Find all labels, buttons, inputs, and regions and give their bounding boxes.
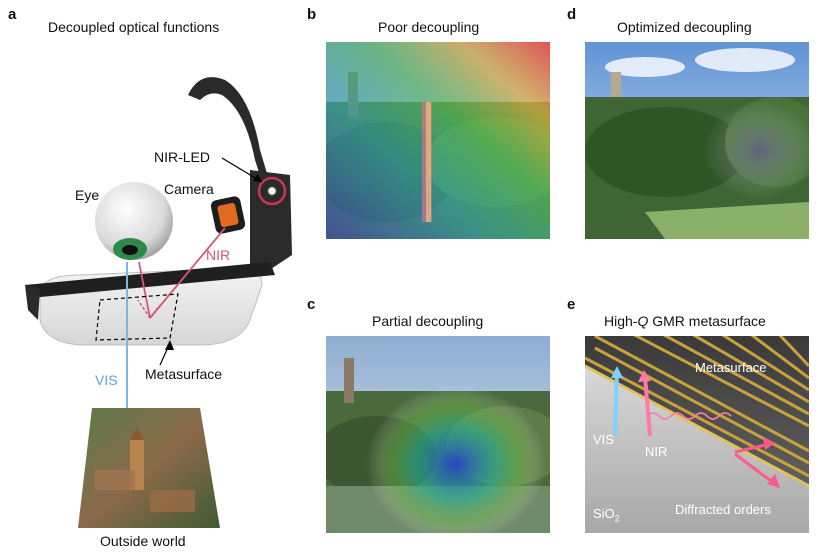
- sio2-substrate: [585, 366, 809, 533]
- nir-guided-wave: [646, 412, 732, 420]
- gmr-metasurface-illustration: Metasurface VIS NIR SiO2 Diffracted orde…: [585, 336, 809, 533]
- nir-label: NIR: [206, 247, 231, 263]
- pupil: [122, 245, 138, 255]
- nir-label-e: NIR: [645, 444, 668, 459]
- panel-d-letter: d: [567, 6, 577, 23]
- panel-e-title-q: Q: [637, 313, 649, 329]
- outside-world-photo: [78, 408, 220, 528]
- nir-led-dot: [267, 186, 277, 196]
- panel-e-letter: e: [567, 296, 576, 313]
- nir-led-label: NIR-LED: [154, 149, 211, 165]
- glasses-hinge: [250, 170, 292, 275]
- camera-lens: [217, 202, 239, 228]
- panel-b-title: Poor decoupling: [378, 19, 480, 35]
- diffracted-beam-1: [734, 442, 771, 454]
- diffracted-orders-label: Diffracted orders: [675, 502, 771, 517]
- nir-beam: [643, 375, 652, 437]
- eye-label: Eye: [75, 187, 100, 203]
- panel-e-title-prefix: High-: [604, 313, 638, 329]
- vis-label: VIS: [95, 372, 118, 388]
- nir-led-ring: [257, 176, 287, 206]
- metasurface-label: Metasurface: [145, 366, 223, 382]
- glasses-frame: [25, 262, 275, 298]
- optimized-decoupling-photo: [585, 42, 809, 239]
- vis-label-e: VIS: [593, 432, 614, 447]
- panel-b-letter: b: [307, 6, 317, 23]
- vis-beam: [613, 370, 619, 437]
- partial-decoupling-photo: [326, 336, 550, 533]
- metasurface-label-e: Metasurface: [695, 360, 767, 375]
- panel-c-title: Partial decoupling: [372, 313, 484, 329]
- glasses-temple-arm: [188, 77, 272, 200]
- nir-ray-eye: [138, 261, 151, 319]
- sio2-main: SiO: [593, 506, 615, 521]
- panel-e-title-suffix: GMR metasurface: [648, 313, 766, 329]
- panel-e-title: High-Q GMR metasurface: [604, 313, 766, 329]
- panel-c-letter: c: [307, 296, 316, 313]
- sio2-subscript: 2: [614, 513, 620, 524]
- nir-ray-dashed: [149, 304, 161, 319]
- panel-a-title: Decoupled optical functions: [48, 19, 220, 35]
- sio2-label: SiO2: [593, 506, 620, 524]
- poor-decoupling-photo: [326, 42, 550, 239]
- panel-a-letter: a: [8, 6, 17, 23]
- eyeball: [95, 182, 173, 260]
- nir-ray-camera: [149, 227, 226, 319]
- metasurface-region: [95, 293, 179, 341]
- panel-d-title: Optimized decoupling: [617, 19, 752, 35]
- outside-world-label: Outside world: [100, 533, 186, 549]
- diffracted-beam-2: [734, 452, 776, 486]
- camera-label: Camera: [164, 181, 214, 197]
